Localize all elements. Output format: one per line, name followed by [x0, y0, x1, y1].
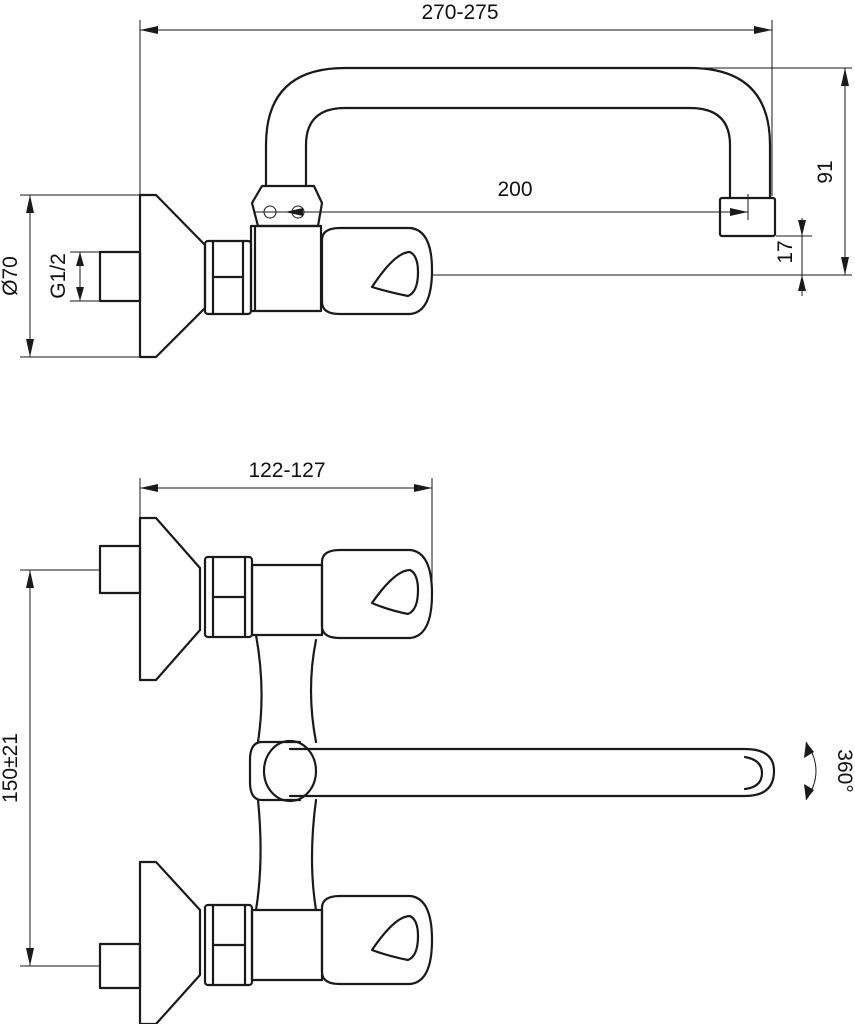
spout-offset-label: 17 — [774, 240, 797, 263]
dim-spout-reach: 200 — [285, 178, 749, 220]
upper-valve-body — [250, 563, 324, 637]
overall-length-label: 270-275 — [421, 1, 498, 24]
spout-reach-label: 200 — [497, 178, 532, 201]
dim-spout-offset: 17 — [774, 218, 812, 296]
dim-spout-height: 91 — [432, 67, 852, 276]
valve-body — [249, 224, 323, 313]
flange-diameter-label: Ø70 — [0, 256, 22, 296]
lower-valve-handle — [320, 894, 434, 986]
wall-flange — [138, 193, 207, 359]
body-length-label: 122-127 — [248, 459, 325, 482]
dim-flange-diameter: Ø70 — [0, 194, 140, 358]
centres-label: 150±21 — [0, 733, 22, 803]
swivel-indicator: 360° — [804, 741, 855, 801]
connecting-body — [254, 633, 318, 912]
swivel-hub — [248, 740, 302, 802]
swivel-label: 360° — [833, 749, 855, 792]
upper-flange — [138, 516, 202, 682]
dim-body-length: 122-127 — [139, 459, 433, 594]
front-view — [98, 516, 776, 1024]
inlet-pipe — [98, 250, 142, 303]
lower-inlet-pipe — [98, 942, 142, 990]
thread-label: G1/2 — [47, 253, 70, 299]
dim-overall-length: 270-275 — [139, 1, 773, 196]
spout-height-label: 91 — [814, 160, 837, 183]
valve-handle — [320, 226, 434, 316]
lower-flange — [138, 860, 202, 1024]
upper-valve-handle — [320, 548, 434, 640]
swivel-spout — [288, 747, 776, 798]
dim-centres: 150±21 — [0, 569, 100, 967]
lower-valve-body — [250, 908, 324, 982]
spout-collar — [250, 184, 324, 228]
spout-tube — [264, 66, 772, 200]
dim-thread: G1/2 — [47, 251, 100, 302]
upper-inlet-pipe — [98, 544, 142, 595]
handle-logo — [370, 250, 420, 298]
